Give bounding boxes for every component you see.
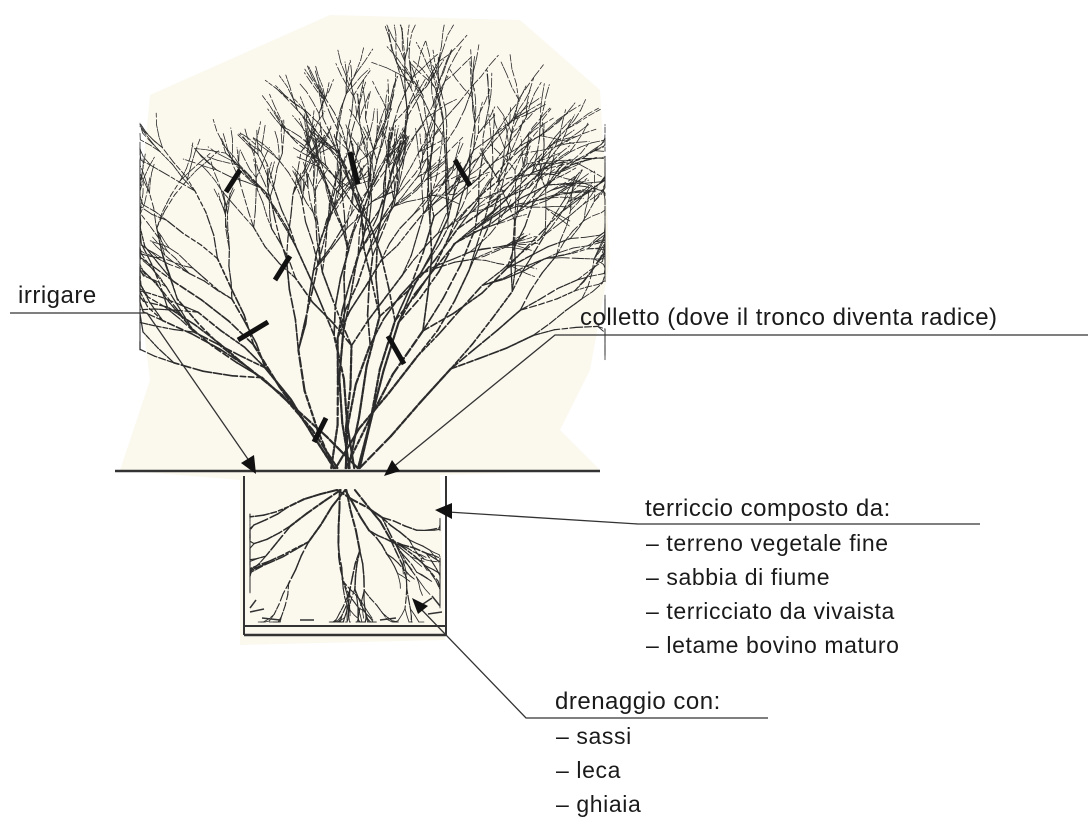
drenaggio-item: – ghiaia [556,793,641,816]
label-irrigare: irrigare [18,284,97,308]
terriccio-item: – terricciato da vivaista [646,600,895,623]
drenaggio-item: – leca [556,759,621,782]
terriccio-item: – terreno vegetale fine [646,532,889,555]
label-colletto: colletto (dove il tronco diventa radice) [580,306,998,330]
label-terriccio-title: terriccio composto da: [645,497,891,521]
terriccio-item: – letame bovino maturo [646,634,900,657]
terriccio-item: – sabbia di fiume [646,566,830,589]
label-drenaggio-title: drenaggio con: [555,690,721,714]
drenaggio-item: – sassi [556,725,632,748]
